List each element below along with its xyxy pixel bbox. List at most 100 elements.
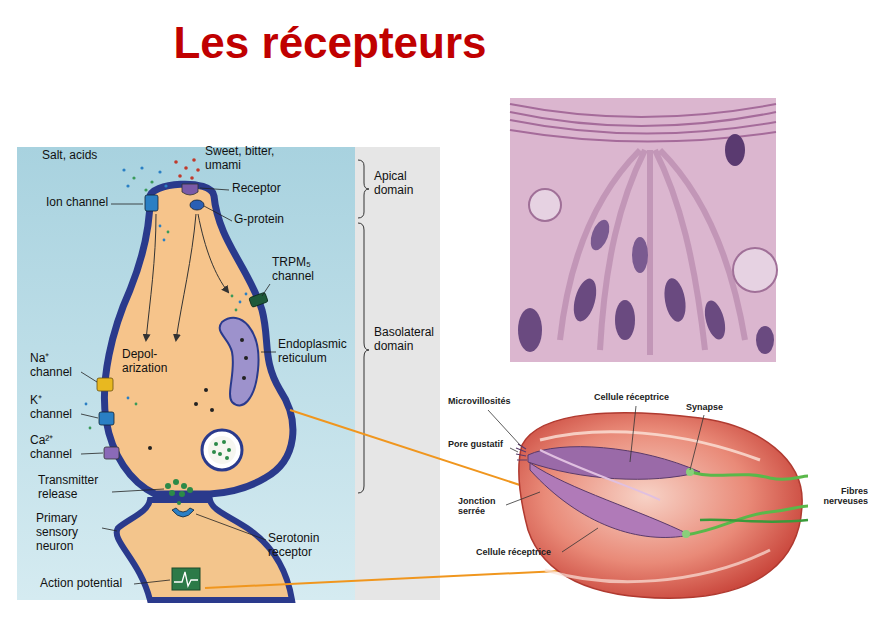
- organelle: [177, 501, 181, 505]
- leader-line: [506, 492, 540, 505]
- leader-line: [262, 284, 270, 296]
- leader-line: [102, 528, 117, 531]
- micrograph: [733, 248, 777, 292]
- stimulus-dots: [192, 158, 196, 162]
- leader-line: [488, 406, 704, 552]
- stimulus-dots: [85, 403, 88, 406]
- part-label: Cellule réceptrice: [594, 392, 669, 402]
- leader-line: [690, 415, 704, 470]
- micrograph: [518, 308, 542, 352]
- stimulus-dots: [144, 188, 147, 191]
- organelle: [179, 491, 185, 497]
- stimulus-dots: [158, 170, 161, 173]
- leader-line: [81, 414, 98, 418]
- domain-bracket: [358, 223, 369, 493]
- organelle: [148, 318, 258, 505]
- panel-ground: [17, 147, 440, 600]
- part-label: Na⁺ channel: [30, 352, 80, 380]
- organelle: [220, 318, 259, 406]
- part-label: TRPM₅ channel: [272, 256, 330, 284]
- taste-bud: [700, 520, 808, 522]
- stimulus-label: Sweet, bitter, umami: [205, 145, 293, 173]
- part-label: Jonction serrée: [458, 496, 504, 517]
- stimulus-dots: [122, 168, 125, 171]
- organelle: [214, 442, 218, 446]
- sensory-neuron: [174, 572, 198, 586]
- organelle: [194, 402, 198, 406]
- part-label: Ca²⁺ channel: [30, 434, 80, 462]
- taste-cell: [104, 184, 292, 494]
- organelle: [227, 448, 231, 452]
- part-label: Microvillosités: [448, 396, 511, 406]
- part-label: Receptor: [232, 182, 281, 196]
- micrograph: [587, 217, 613, 253]
- leader-line: [510, 448, 518, 452]
- organelle: [208, 436, 236, 464]
- leader-line: [112, 489, 164, 492]
- taste-bud: [685, 506, 808, 535]
- membrane-channel: [104, 447, 119, 459]
- micrograph: [632, 237, 648, 273]
- stimulus-dots: [135, 403, 138, 406]
- stimulus-dots: [163, 239, 166, 242]
- part-label: Pore gustatif: [448, 439, 503, 449]
- process-label: Transmitter release: [38, 474, 112, 502]
- organelle: [148, 446, 152, 450]
- domain-bracket: [358, 160, 369, 493]
- organelle: [187, 487, 193, 493]
- taste-bud: [545, 550, 770, 582]
- taste-bud: [690, 472, 808, 479]
- part-label: G-protein: [234, 213, 284, 227]
- leader-line: [562, 528, 598, 552]
- micrograph: [756, 326, 774, 354]
- organelle: [169, 490, 175, 496]
- micrograph: [560, 150, 745, 355]
- stimulus-dots: [190, 176, 194, 180]
- organelle: [173, 479, 179, 485]
- stimulus-dots: [132, 176, 135, 179]
- leader-line: [81, 188, 276, 584]
- part-label: K⁺ channel: [30, 394, 80, 422]
- domain-label: Basolateral domain: [374, 326, 440, 354]
- taste-bud: [519, 413, 802, 598]
- stimulus-dots: [167, 231, 170, 234]
- leader-line: [200, 188, 229, 190]
- stimulus-dots: [184, 166, 188, 170]
- membrane-channel: [190, 200, 204, 210]
- part-label: Primary sensory neuron: [36, 512, 100, 553]
- organelle: [242, 376, 246, 380]
- micrograph: [661, 277, 688, 324]
- process-label: Depol- arization: [122, 348, 174, 376]
- organelle: [210, 408, 214, 412]
- leader-line: [81, 372, 97, 382]
- micrograph: [570, 276, 601, 324]
- micrograph: [701, 298, 729, 341]
- part-label: Ion channel: [46, 196, 108, 210]
- taste-bud: [516, 413, 808, 598]
- leader-line: [134, 580, 170, 584]
- stimulus-dots: [164, 184, 167, 187]
- stimulus-dots: [196, 168, 200, 172]
- signal-arrow: [176, 214, 196, 340]
- organelle: [244, 356, 248, 360]
- part-label: Serotonin receptor: [268, 532, 342, 560]
- stimulus-dots: [140, 166, 143, 169]
- organelle: [165, 483, 171, 489]
- organelle: [202, 430, 242, 470]
- stimulus-dots: [239, 301, 242, 304]
- membrane-channel: [97, 184, 268, 517]
- part-label: Synapse: [686, 402, 723, 412]
- organelle: [204, 388, 208, 392]
- micrograph: [510, 98, 776, 362]
- membrane-channel: [97, 378, 113, 391]
- membrane-channel: [249, 292, 268, 307]
- stimulus-dots: [126, 184, 129, 187]
- leader-line: [111, 204, 143, 205]
- signal-arrow: [198, 214, 228, 292]
- slide-title: Les récepteurs: [0, 18, 660, 68]
- leader-line: [630, 406, 636, 462]
- organelle: [222, 440, 226, 444]
- taste-bud: [682, 530, 690, 538]
